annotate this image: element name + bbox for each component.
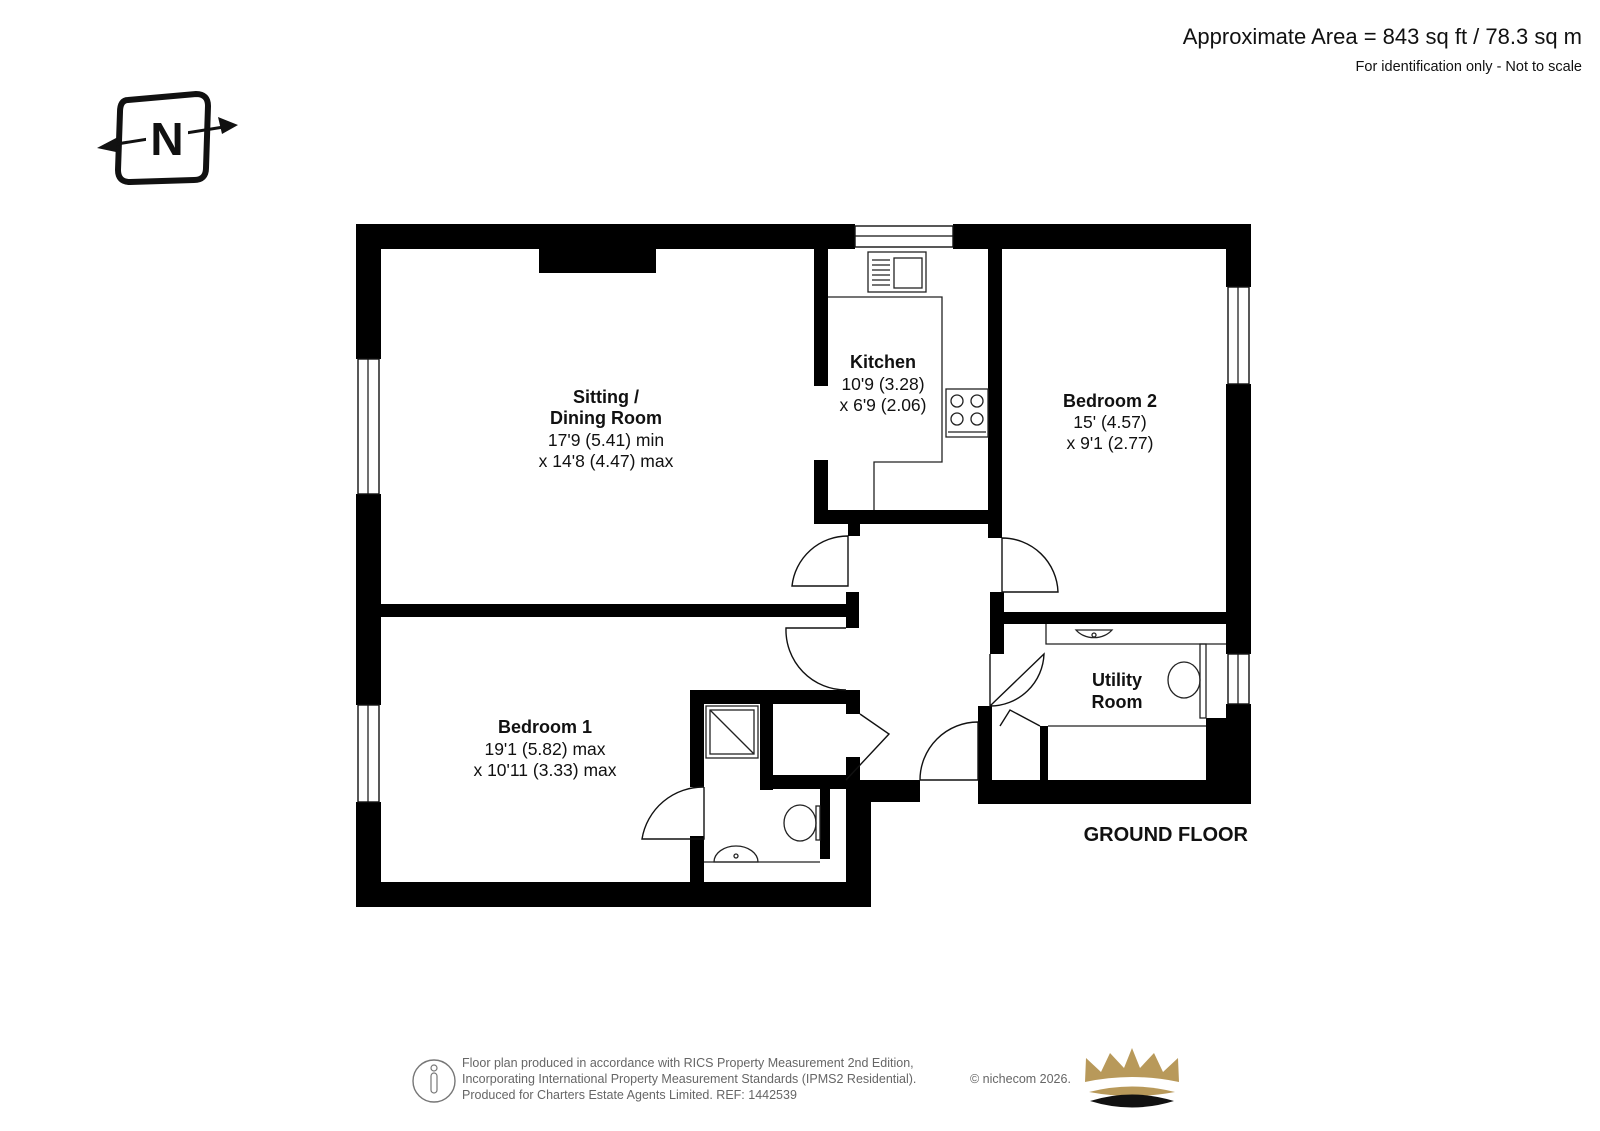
kitchen-fixtures: [828, 251, 989, 510]
toilet-icon: [783, 804, 817, 842]
hob-icon: [945, 388, 989, 438]
north-compass-icon: N: [97, 90, 238, 186]
floor-label: GROUND FLOOR: [1084, 824, 1249, 846]
walls: [356, 224, 1251, 907]
footer-line-1: Floor plan produced in accordance with R…: [462, 1056, 914, 1070]
shower-room-fixtures: [704, 705, 821, 863]
svg-text:17'9 (5.41) min: 17'9 (5.41) min: [548, 430, 664, 450]
room-bedroom-2: Bedroom 2 15' (4.57) x 9'1 (2.77): [1063, 391, 1157, 453]
room-utility: Utility Room: [1092, 670, 1143, 712]
basin-icon: [713, 845, 759, 863]
svg-text:Kitchen: Kitchen: [850, 352, 916, 372]
footer-line-3: Produced for Charters Estate Agents Limi…: [462, 1088, 797, 1102]
svg-text:Bedroom 1: Bedroom 1: [498, 717, 592, 737]
svg-text:19'1 (5.82) max: 19'1 (5.82) max: [484, 739, 605, 759]
room-kitchen: Kitchen 10'9 (3.28) x 6'9 (2.06): [840, 352, 927, 415]
svg-text:x 10'11 (3.33) max: x 10'11 (3.33) max: [473, 760, 616, 780]
utility-basin-icon: [1074, 629, 1114, 639]
svg-text:10'9 (3.28): 10'9 (3.28): [841, 374, 924, 394]
room-bedroom-1: Bedroom 1 19'1 (5.82) max x 10'11 (3.33)…: [473, 717, 616, 780]
footer-line-2: Incorporating International Property Mea…: [462, 1072, 916, 1086]
crown-logo-icon: [1085, 1048, 1179, 1108]
utility-fixtures: [1045, 624, 1226, 727]
svg-text:x 14'8 (4.47) max: x 14'8 (4.47) max: [539, 451, 674, 471]
footer: Floor plan produced in accordance with R…: [412, 1048, 1179, 1108]
shower-tray-icon: [705, 705, 759, 759]
svg-text:15' (4.57): 15' (4.57): [1073, 412, 1146, 432]
svg-text:Sitting /: Sitting /: [573, 387, 639, 407]
svg-text:Room: Room: [1092, 692, 1143, 712]
utility-toilet-icon: [1167, 661, 1201, 699]
svg-text:Dining Room: Dining Room: [550, 408, 662, 428]
compass-letter: N: [150, 113, 183, 165]
svg-text:x 6'9 (2.06): x 6'9 (2.06): [840, 395, 927, 415]
kitchen-sink-icon: [867, 251, 927, 293]
copyright: © nichecom 2026.: [970, 1072, 1071, 1086]
svg-text:Utility: Utility: [1092, 670, 1142, 690]
ipms-person-icon: [412, 1059, 456, 1103]
svg-text:Bedroom 2: Bedroom 2: [1063, 391, 1157, 411]
approximate-area: Approximate Area = 843 sq ft / 78.3 sq m: [1183, 24, 1582, 49]
svg-text:x 9'1 (2.77): x 9'1 (2.77): [1067, 433, 1154, 453]
doors: [641, 535, 1059, 840]
scale-note: For identification only - Not to scale: [1356, 59, 1582, 75]
room-sitting-dining: Sitting / Dining Room 17'9 (5.41) min x …: [539, 387, 674, 471]
